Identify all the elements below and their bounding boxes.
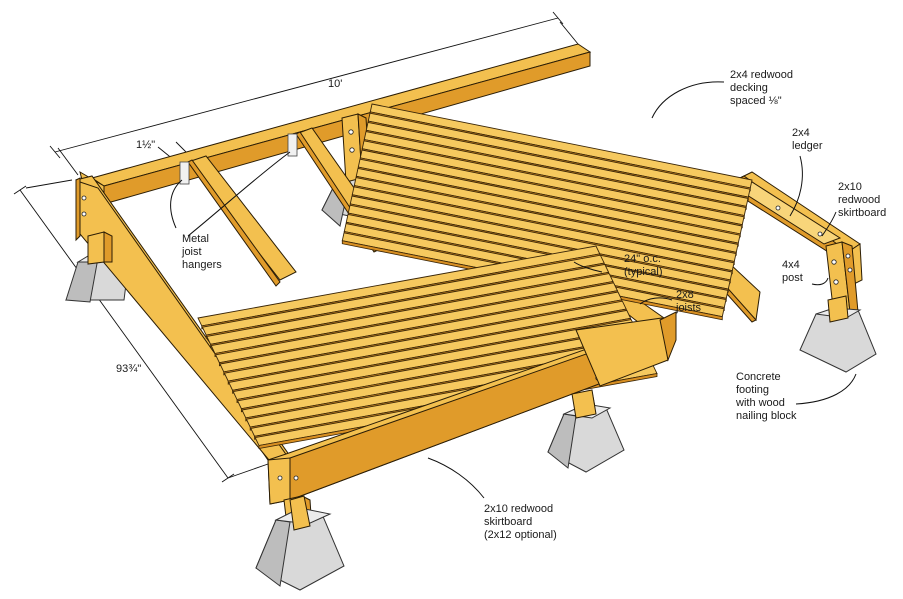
- decking-back: [341, 103, 753, 321]
- front-skirt-end: [575, 311, 677, 387]
- label-oc-1: 24" o.c.: [624, 253, 661, 265]
- label-hangers-3: hangers: [182, 259, 222, 271]
- dim-gap: 1½": [136, 139, 155, 151]
- leader-lines: [170, 81, 857, 499]
- label-skirt-front-3: (2x12 optional): [484, 529, 557, 541]
- post-back-left: [87, 231, 113, 265]
- label-ledger-1: 2x4: [792, 127, 810, 139]
- label-decking-2: decking: [730, 82, 768, 94]
- label-skirt-front-2: skirtboard: [484, 516, 532, 528]
- ledger: [734, 181, 842, 245]
- joist-hanger-right: [287, 133, 298, 157]
- dimension-lines: [13, 11, 579, 483]
- label-footing-2: footing: [736, 384, 769, 396]
- label-footing-1: Concrete: [736, 371, 781, 383]
- label-footing-4: nailing block: [736, 410, 797, 422]
- dim-width: 93¾": [116, 363, 141, 375]
- footing-front-middle: [547, 389, 625, 473]
- footing-front-left: [255, 495, 345, 591]
- joist-1: [187, 155, 297, 287]
- label-hangers-2: joist: [181, 246, 202, 258]
- label-footing-3: with wood: [735, 397, 785, 409]
- label-decking-1: 2x4 redwood: [730, 69, 793, 81]
- label-oc-2: (typical): [624, 266, 663, 278]
- label-hangers-1: Metal: [182, 233, 209, 245]
- label-skirt-front-1: 2x10 redwood: [484, 503, 553, 515]
- footing-right: [799, 295, 877, 373]
- label-post-2: post: [782, 272, 803, 284]
- label-skirt-right-3: skirtboard: [838, 207, 886, 219]
- label-ledger-2: ledger: [792, 140, 823, 152]
- label-skirt-right-2: redwood: [838, 194, 880, 206]
- label-joists-2: joists: [675, 302, 702, 314]
- label-decking-3: spaced ⅛": [730, 95, 782, 107]
- labels: 10' 93¾" 1½" 2x4 redwood decking spaced …: [116, 69, 886, 541]
- joist-hanger-left: [179, 161, 190, 185]
- label-skirt-right-1: 2x10: [838, 181, 862, 193]
- label-joists-1: 2x8: [676, 289, 694, 301]
- label-post-1: 4x4: [782, 259, 800, 271]
- dim-length: 10': [328, 78, 342, 90]
